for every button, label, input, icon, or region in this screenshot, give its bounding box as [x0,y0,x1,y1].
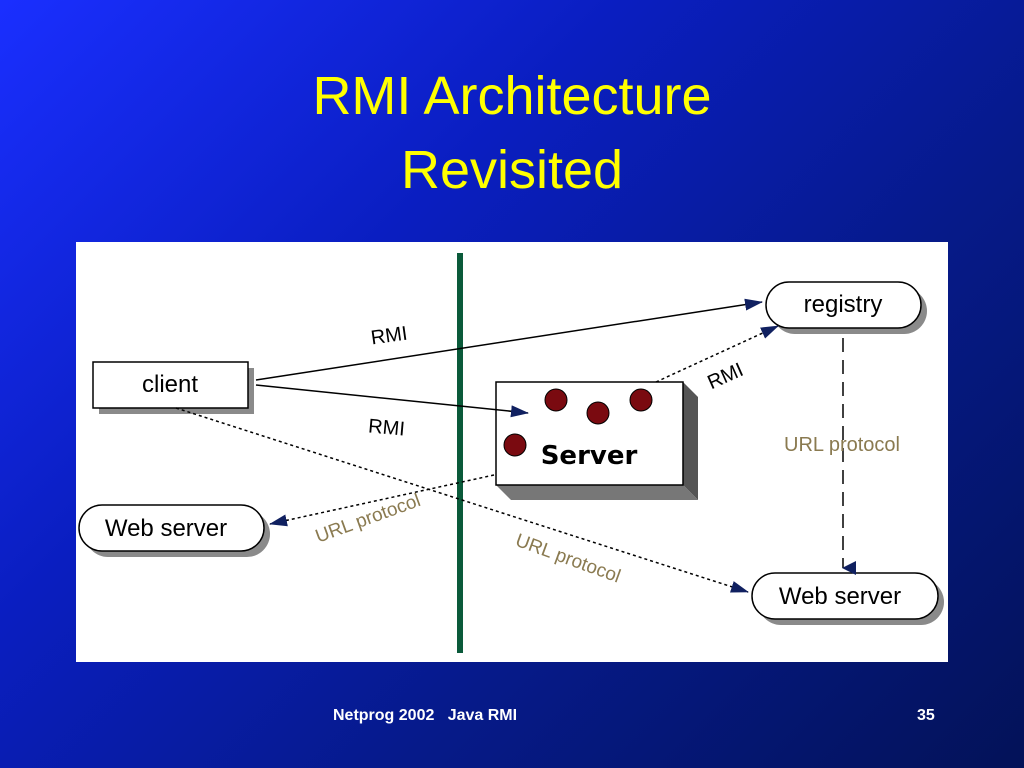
registry-label: registry [804,291,883,318]
url-label-client-webserver-right: URL protocol [513,530,624,587]
rmi-arrow-client-to-server [255,384,529,418]
rmi-architecture-diagram: client registry Web server Web server [76,242,948,662]
rmi-label-client-registry: RMI [369,323,408,350]
server-object-dot [544,388,568,412]
server-node: Server [495,381,698,500]
server-object-dot [629,388,653,412]
url-arrow-client-to-webserver-right [175,407,749,593]
rmi-arrow-server-to-registry [655,325,779,383]
web-server-left-label: Web server [105,515,227,542]
network-divider-line [457,253,463,653]
server-object-dot [586,401,610,425]
url-label-registry-webserver: URL protocol [784,434,900,456]
rmi-label-client-server: RMI [367,415,405,440]
rmi-label-server-registry: RMI [704,359,746,394]
slide-title-line-1: RMI Architecture [312,66,712,126]
web-server-right-label: Web server [779,583,901,610]
server-label: Server [541,441,638,471]
diagram-canvas: client registry Web server Web server [78,253,944,653]
client-node: client [92,361,254,414]
page-number: 35 [917,707,935,724]
registry-node: registry [765,281,927,334]
url-label-server-webserver-left: URL protocol [313,490,424,547]
rmi-arrow-client-to-registry [255,298,763,381]
server-object-dot [503,433,527,457]
slide-title-line-2: Revisited [400,140,624,200]
footer-course-label: Netprog 2002 Java RMI [333,707,518,724]
url-arrow-server-to-webserver-left [269,474,495,527]
client-label: client [142,371,198,398]
web-server-left-node: Web server [78,504,270,557]
web-server-right-node: Web server [751,572,944,625]
